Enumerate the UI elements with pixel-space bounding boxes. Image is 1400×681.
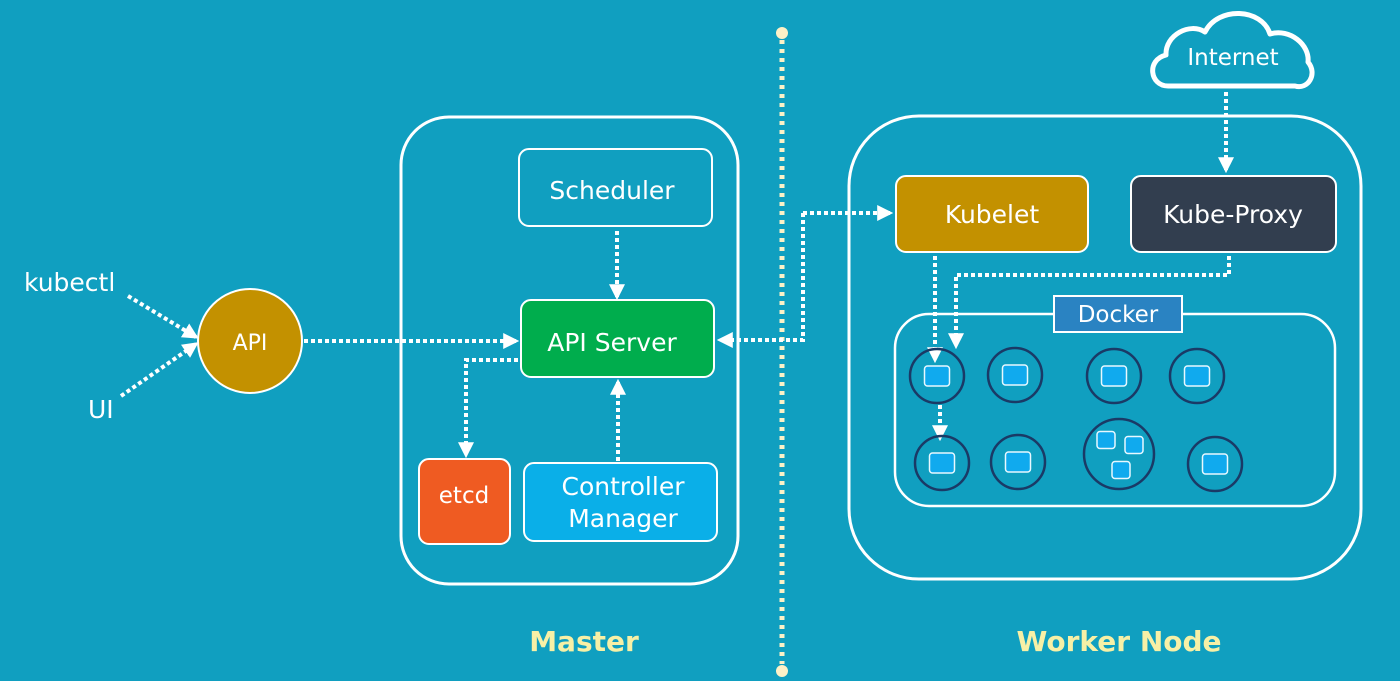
divider-top-endpoint <box>776 27 788 39</box>
pod-ring <box>913 434 971 492</box>
apiserver-to-etcd-arrow <box>458 358 518 459</box>
kubelet-to-apiserver-arrow <box>716 213 805 348</box>
container-icon <box>1004 451 1032 473</box>
docker-label-box[interactable]: Docker <box>1053 295 1183 333</box>
pod-ring <box>1085 347 1143 405</box>
pod-ring <box>986 346 1044 404</box>
internet-cloud[interactable]: Internet <box>1150 11 1315 90</box>
api-gateway-node[interactable]: API <box>197 288 303 394</box>
pod[interactable] <box>986 346 1044 404</box>
container-icon <box>1096 430 1116 450</box>
kubectl-to-api-arrow <box>126 294 199 339</box>
container-icon <box>928 452 956 474</box>
controller-manager-label-line2: Manager <box>568 504 678 533</box>
container-icon <box>1183 365 1211 387</box>
worker-node-container <box>847 114 1363 581</box>
api-server-node[interactable]: API Server <box>520 299 715 378</box>
kubelet-label: Kubelet <box>945 200 1040 229</box>
pod[interactable] <box>989 433 1047 491</box>
docker-label: Docker <box>1078 302 1159 328</box>
pod-ring <box>989 433 1047 491</box>
divider-bottom-endpoint <box>776 665 788 677</box>
kubectl-label: kubectl <box>24 268 115 297</box>
ui-label: UI <box>88 395 114 424</box>
master-container <box>399 115 740 586</box>
container-icon <box>1201 453 1229 475</box>
pod[interactable] <box>913 434 971 492</box>
pod[interactable] <box>1085 347 1143 405</box>
pod-ring <box>908 347 966 405</box>
kube-proxy-label: Kube-Proxy <box>1163 200 1303 229</box>
etcd-node[interactable]: etcd <box>418 458 511 545</box>
pod-ring <box>1186 435 1244 493</box>
api-server-label: API Server <box>547 328 677 357</box>
scheduler-label: Scheduler <box>549 176 675 205</box>
kubelet-node[interactable]: Kubelet <box>895 175 1089 253</box>
pod[interactable] <box>1186 435 1244 493</box>
controller-manager-node[interactable]: Controller Manager <box>523 462 718 542</box>
container-icon <box>923 365 951 387</box>
ui-to-api-arrow <box>119 342 199 398</box>
kube-proxy-node[interactable]: Kube-Proxy <box>1130 175 1337 253</box>
scheduler-node[interactable]: Scheduler <box>518 148 713 227</box>
container-icon <box>1111 460 1131 480</box>
etcd-label: etcd <box>439 483 489 509</box>
kubeproxy-to-pod-arrow <box>948 256 1231 350</box>
cloud-icon <box>1150 11 1315 90</box>
worker-node-title: Worker Node <box>1016 625 1221 658</box>
api-gateway-label: API <box>233 331 268 356</box>
container-icon <box>1100 365 1128 387</box>
pod-ring <box>1082 417 1156 491</box>
pod[interactable] <box>1082 417 1156 491</box>
internet-label: Internet <box>1187 45 1278 71</box>
master-title: Master <box>529 625 639 658</box>
pod[interactable] <box>908 347 966 405</box>
container-icon <box>1124 435 1144 455</box>
container-icon <box>1001 364 1029 386</box>
pods-layer <box>908 346 1244 493</box>
pod[interactable] <box>1168 347 1226 405</box>
pod-ring <box>1168 347 1226 405</box>
controller-manager-label-line1: Controller <box>562 472 686 501</box>
